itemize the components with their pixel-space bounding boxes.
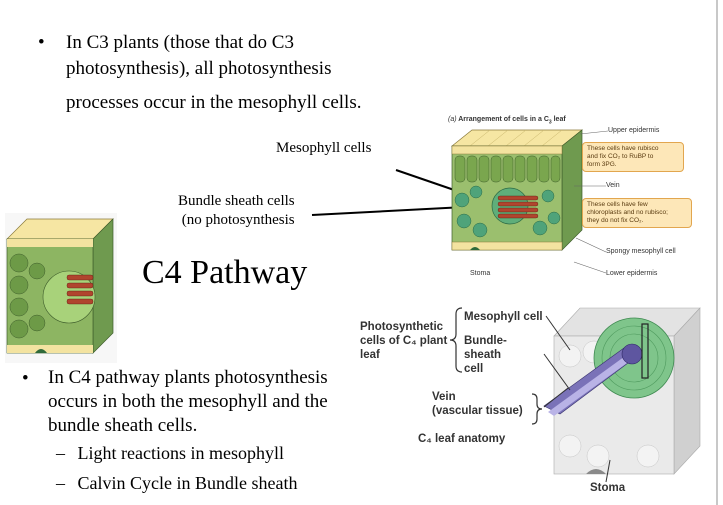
c3-callout-1-line-3: form 3PG. — [587, 161, 617, 168]
label-bundle-line-1: Bundle sheath cells — [178, 193, 295, 209]
sub-bullet-2-text: Calvin Cycle in Bundle sheath — [77, 473, 298, 493]
c4-vein-brace — [531, 393, 543, 425]
c4-leader-lines — [543, 315, 611, 483]
c3-title-sub: 3 — [548, 119, 552, 126]
c3-callout-1-line-1: These cells have rubisco — [587, 145, 659, 152]
bullet-1-text: In C3 plants (those that do C3 photosynt… — [66, 30, 426, 116]
c3-upper-epidermis-label: Upper epidermis — [608, 127, 660, 134]
pointer-line-bundle — [311, 206, 466, 216]
c4-photosynthetic-label: Photosynthetic cells of C₄ plant leaf — [360, 320, 447, 362]
label-mesophyll-cells: Mesophyll cells — [276, 140, 372, 156]
label-bundle-line-2: (no photosynthesis — [181, 212, 295, 228]
c3-title-a: (a) — [448, 116, 457, 123]
bullet-1: • — [38, 30, 45, 56]
label-bundle-sheath: Bundle sheath cells (no photosynthesis — [178, 192, 295, 230]
bullet-1-line-3: processes occur in the mesophyll cells. — [66, 92, 362, 113]
c3-spongy-label: Spongy mesophyll cell — [606, 248, 676, 255]
bullet-2-line-2: occurs in both the mesophyll and the — [48, 391, 328, 412]
c3-callout-2-line-1: These cells have few — [587, 201, 648, 208]
c3-leader-lines — [573, 130, 609, 274]
c3-callout-1-line-2: and fix CO₂ to RuBP to — [587, 153, 654, 160]
c4-vein-line-1: Vein — [432, 391, 456, 403]
bullet-2-line-3: bundle sheath cells. — [48, 415, 198, 436]
c4-stoma-label: Stoma — [590, 482, 626, 494]
c4-mesophyll-cell-label: Mesophyll cell — [464, 311, 543, 323]
bullet-1-line-1: In C3 plants (those that do C3 — [66, 32, 294, 53]
c4-photosynthetic-line-2: cells of C₄ plant — [360, 335, 448, 347]
c4-bundle-sheath-label: Bundle- sheath cell — [464, 334, 507, 376]
c4-leaf-block-illustration — [5, 213, 117, 363]
bullet-2: • — [22, 366, 29, 392]
c3-vein-label: Vein — [606, 182, 620, 189]
dash-glyph-2: – — [56, 473, 65, 493]
c4-caption: C₄ leaf anatomy — [418, 433, 506, 445]
c3-callout-2-line-3: they do not fix CO₂. — [587, 217, 644, 224]
c4-braces — [449, 307, 463, 373]
c4-photosynthetic-line-1: Photosynthetic — [360, 321, 444, 333]
c4-bundle-line-1: Bundle- — [464, 335, 507, 347]
sub-bullet-2: – Calvin Cycle in Bundle sheath — [56, 473, 297, 494]
c3-title-text: Arrangement of cells in a C — [458, 116, 549, 123]
sub-bullet-1: – Light reactions in mesophyll — [56, 443, 284, 464]
heading-c4-pathway: C4 Pathway — [142, 254, 308, 291]
c3-callout-rubisco: These cells have rubisco and fix CO₂ to … — [582, 142, 684, 172]
c3-callout-few-chloroplasts: These cells have few chloroplasts and no… — [582, 198, 692, 228]
bullet-1-line-2: photosynthesis), all photosynthesis — [66, 58, 332, 79]
bullet-glyph: • — [38, 32, 45, 53]
c4-anatomy-illustration — [543, 307, 701, 475]
sub-bullet-1-text: Light reactions in mesophyll — [77, 443, 284, 463]
c3-stoma-label: Stoma — [470, 270, 491, 277]
c3-diagram-title: (a) Arrangement of cells in a C3 leaf — [448, 116, 566, 125]
pointer-line-mesophyll — [395, 169, 461, 193]
c4-vein-line-2: (vascular tissue) — [432, 405, 523, 417]
slide-right-border — [716, 0, 718, 505]
c3-callout-2-line-2: chloroplasts and no rubisco; — [587, 209, 668, 216]
bullet-glyph-2: • — [22, 368, 29, 389]
c4-bundle-line-2: sheath — [464, 349, 502, 361]
c3-title-end: leaf — [551, 116, 566, 123]
bullet-2-line-1: In C4 pathway plants photosynthesis — [48, 367, 328, 388]
c4-bundle-line-3: cell — [464, 363, 484, 375]
c3-leaf-illustration — [451, 129, 583, 251]
c4-vein-label: Vein (vascular tissue) — [432, 390, 523, 418]
c4-photosynthetic-line-3: leaf — [360, 349, 380, 361]
c3-lower-epidermis-label: Lower epidermis — [606, 270, 658, 277]
bullet-2-text: In C4 pathway plants photosynthesis occu… — [48, 366, 368, 438]
dash-glyph: – — [56, 443, 65, 463]
